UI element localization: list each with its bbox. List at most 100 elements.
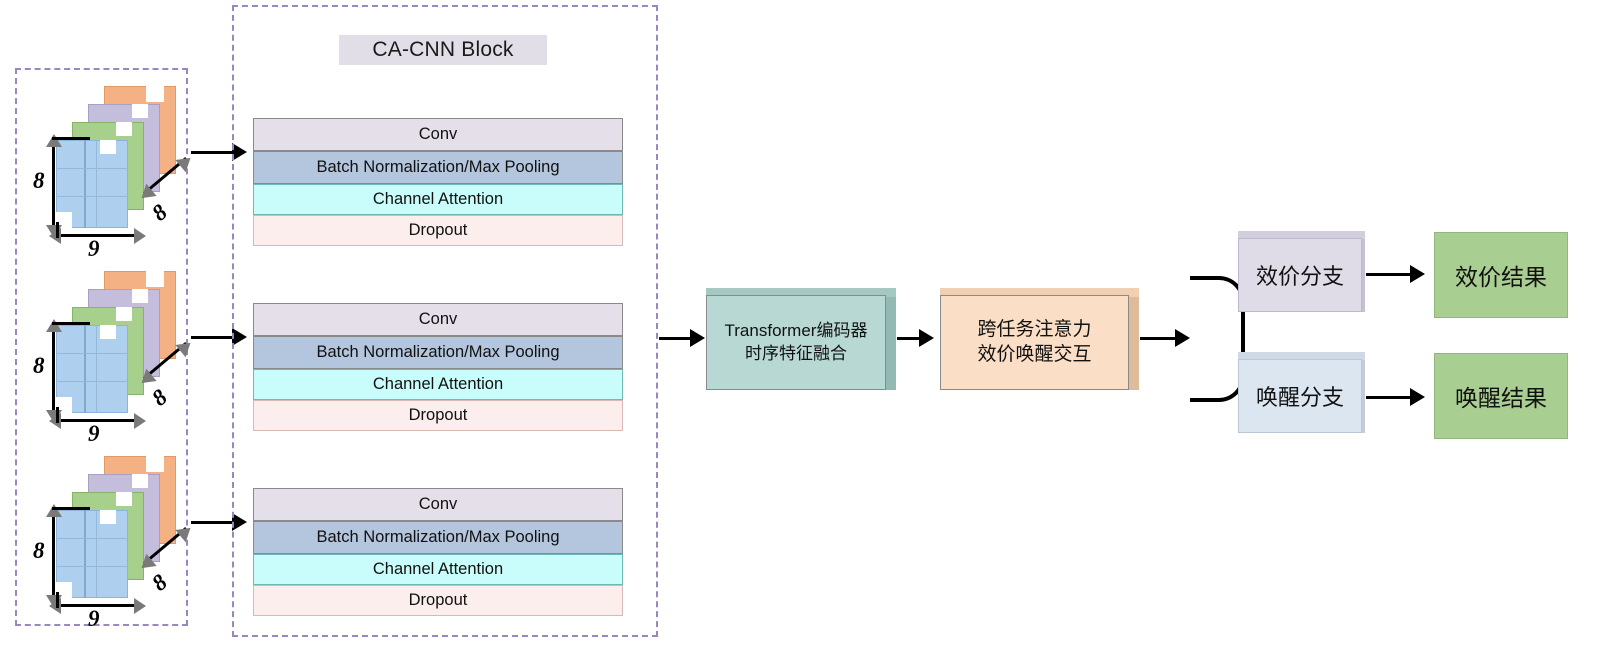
layer-channel-attention[interactable]: Channel Attention (253, 554, 623, 585)
topomap-sheet-blue-notch (100, 140, 116, 154)
dim-width-cap-left (56, 592, 59, 608)
arrow-arousal-branch-to-result-head (1410, 388, 1425, 406)
cacnn-group-frame (232, 5, 658, 637)
dim-height-label: 8 (33, 538, 45, 563)
cacnn-block-3: Conv Batch Normalization/Max Pooling Cha… (253, 488, 623, 616)
input-sample-3: 8 9 8 (33, 452, 196, 631)
layer-dropout[interactable]: Dropout (253, 400, 623, 431)
arrow-input2-to-block2-head (232, 328, 247, 346)
layer-conv[interactable]: Conv (253, 488, 623, 521)
cacnn-block-title: CA-CNN Block (339, 35, 547, 65)
cacnn-block-2: Conv Batch Normalization/Max Pooling Cha… (253, 303, 623, 431)
arrow-arousal-branch-to-result-line (1366, 396, 1414, 399)
topomap-gridline-v (84, 140, 86, 228)
transformer-node[interactable]: Transformer编码器 时序特征融合 (706, 295, 886, 390)
arousal-branch-extrusion-top (1238, 352, 1365, 360)
topomap-gridline-h (56, 538, 128, 539)
dim-width-line (58, 604, 140, 607)
dim-depth-label: 8 (146, 199, 172, 226)
arrow-input1-to-block1-head (232, 143, 247, 161)
dim-width-label: 9 (88, 236, 100, 261)
topomap-sheet-green-notch (116, 307, 132, 321)
dim-height-arrow-up (46, 504, 62, 517)
topomap-gridline-h2 (56, 566, 128, 567)
layer-channel-attention[interactable]: Channel Attention (253, 369, 623, 400)
arousal-result-label: 唤醒结果 (1455, 385, 1547, 411)
dim-depth-arrow-far (175, 521, 196, 543)
dim-width-label: 9 (88, 421, 100, 446)
dim-width-arrow-right (134, 598, 146, 614)
topomap-gridline-v2 (96, 325, 97, 413)
arrow-valence-branch-to-result-line (1366, 273, 1414, 276)
valence-branch-node[interactable]: 效价分支 (1238, 238, 1362, 312)
valence-branch-label: 效价分支 (1255, 264, 1344, 289)
dim-depth-arrow-far (175, 151, 196, 173)
dim-height-line (52, 512, 55, 598)
transformer-node-extrusion (886, 288, 896, 390)
dim-depth-label: 8 (146, 384, 172, 411)
topomap-sheet-purple-notch (132, 289, 148, 303)
topomap-sheet-blue-notch2 (56, 212, 72, 228)
topomap-gridline-h2 (56, 196, 128, 197)
input-sample-1: 8 9 8 (33, 82, 196, 261)
topomap-sheet-purple-notch (132, 474, 148, 488)
topomap-gridline-h (56, 168, 128, 169)
layer-batchnorm-maxpool[interactable]: Batch Normalization/Max Pooling (253, 521, 623, 554)
topomap-gridline-v2 (96, 510, 97, 598)
valence-branch-extrusion-top (1238, 231, 1365, 239)
dim-width-label: 9 (88, 606, 100, 631)
arrow-crosstask-to-split-head (1175, 329, 1190, 347)
layer-batchnorm-maxpool[interactable]: Batch Normalization/Max Pooling (253, 151, 623, 184)
topomap-sheet-blue-notch (100, 325, 116, 339)
topomap-sheet-purple-notch (132, 104, 148, 118)
layer-dropout[interactable]: Dropout (253, 215, 623, 246)
arousal-branch-node[interactable]: 唤醒分支 (1238, 359, 1362, 433)
topomap-sheet-green-notch (116, 492, 132, 506)
arrow-input3-to-block3-line (191, 521, 235, 524)
dim-height-line (52, 142, 55, 228)
dim-width-cap-left (56, 407, 59, 423)
arrow-input2-to-block2-line (191, 336, 235, 339)
topomap-sheet-blue-notch2 (56, 397, 72, 413)
layer-batchnorm-maxpool[interactable]: Batch Normalization/Max Pooling (253, 336, 623, 369)
transformer-node-extrusion-top (706, 288, 896, 297)
arrow-cacnn-to-transformer-line (659, 337, 694, 340)
topomap-gridline-h (56, 353, 128, 354)
topomap-sheet-blue-notch (100, 510, 116, 524)
layer-conv[interactable]: Conv (253, 303, 623, 336)
layer-channel-attention[interactable]: Channel Attention (253, 184, 623, 215)
topomap-gridline-h2 (56, 381, 128, 382)
input-sample-2: 8 9 8 (33, 267, 196, 446)
topomap-sheet-green-notch (116, 122, 132, 136)
dim-width-line (58, 234, 140, 237)
layer-dropout[interactable]: Dropout (253, 585, 623, 616)
transformer-line-1: Transformer编码器 (724, 321, 868, 341)
topomap-sheet-orange-notch (146, 86, 164, 102)
dim-height-cap-top (52, 507, 90, 510)
valence-result-label: 效价结果 (1455, 264, 1547, 290)
arrow-input1-to-block1-line (191, 151, 235, 154)
dim-width-cap-left (56, 222, 59, 238)
topomap-sheet-blue-notch2 (56, 582, 72, 598)
dim-height-arrow-up (46, 319, 62, 332)
branch-split-bracket (1190, 276, 1245, 402)
dim-height-line (52, 327, 55, 413)
dim-width-arrow-right (134, 413, 146, 429)
dim-height-label: 8 (33, 353, 45, 378)
dim-height-cap-top (52, 137, 90, 140)
layer-conv[interactable]: Conv (253, 118, 623, 151)
dim-width-arrow-right (134, 228, 146, 244)
crosstask-line-1: 跨任务注意力 (977, 318, 1092, 340)
arrow-crosstask-to-split-line (1140, 337, 1180, 340)
dim-width-line (58, 419, 140, 422)
crosstask-node[interactable]: 跨任务注意力 效价唤醒交互 (940, 295, 1129, 390)
arousal-result-node[interactable]: 唤醒结果 (1434, 353, 1568, 439)
arrow-cacnn-to-transformer-head (690, 329, 705, 347)
crosstask-node-extrusion-top (940, 288, 1139, 297)
dim-height-label: 8 (33, 168, 45, 193)
dim-width-arrow-left (49, 598, 61, 614)
arrow-transformer-to-crosstask-head (919, 329, 934, 347)
transformer-line-2: 时序特征融合 (745, 343, 847, 363)
valence-result-node[interactable]: 效价结果 (1434, 232, 1568, 318)
dim-width-arrow-left (49, 228, 61, 244)
